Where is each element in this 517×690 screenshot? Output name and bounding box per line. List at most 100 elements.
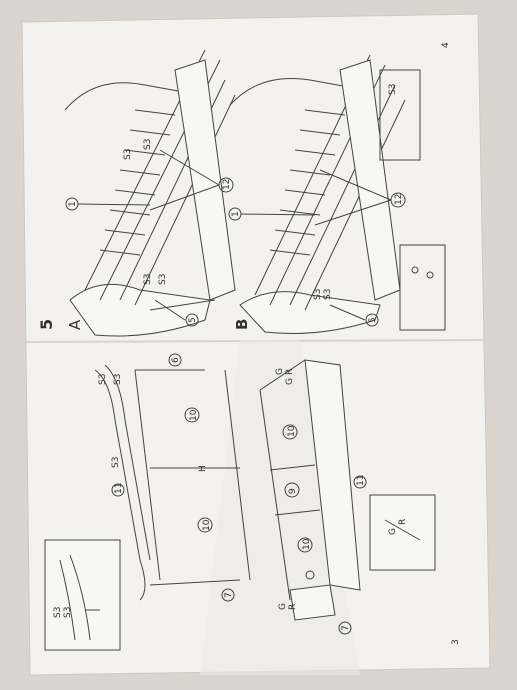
- bottom-section: S3 S3 6 10 10 11 7 H S3 S3 S3: [44, 353, 436, 651]
- s3-label-u3: S3: [113, 374, 123, 385]
- part-11-label-l: 11: [356, 475, 366, 486]
- g-label-3: G: [278, 603, 288, 610]
- detail-screw: [426, 271, 434, 279]
- detail-inset-b2: [399, 244, 446, 331]
- part-9-label: 9: [288, 488, 298, 494]
- end-panel-b-left: [239, 291, 381, 334]
- panel-9-bottom: [274, 509, 321, 516]
- g-label-1: G: [275, 368, 285, 375]
- callout-11-lower: [353, 475, 367, 489]
- top-rail-11-inner: [104, 364, 151, 561]
- s3-label-a3: S3: [143, 274, 153, 285]
- frame-drawing-lower: [259, 359, 436, 635]
- callout-5-b: [365, 313, 379, 327]
- part-12-label-a: 12: [222, 179, 232, 190]
- s3-label-b1: S3: [313, 289, 323, 300]
- slat-a: [114, 189, 156, 196]
- part-7-label-u: 7: [224, 592, 234, 598]
- part-10-label-u2: 10: [202, 519, 212, 531]
- part-1-label-a: 1: [68, 201, 78, 207]
- slat-b: [294, 149, 336, 156]
- step-5-section: 5 A B: [37, 49, 446, 337]
- callout-9: [284, 482, 300, 498]
- slat-a: [109, 209, 151, 216]
- end-post-7: [149, 579, 241, 586]
- slat-b: [274, 229, 316, 236]
- leader-line: [329, 304, 366, 321]
- s3-label-u1: S3: [111, 457, 121, 468]
- top-rail-11: [94, 369, 146, 601]
- page-number-left: 3: [451, 639, 461, 645]
- rail-a-3: [149, 299, 216, 311]
- leader-line: [240, 213, 316, 216]
- callout-11-upper: [111, 483, 125, 497]
- slat-b: [284, 189, 326, 196]
- page-number-right: 4: [441, 42, 451, 48]
- slat-a: [134, 109, 176, 116]
- callout-10-upper2: [197, 517, 213, 533]
- drawing-b: [228, 54, 446, 334]
- g-label-2: G: [285, 378, 295, 385]
- r-label-3: R: [398, 519, 408, 525]
- s3-label-a1: S3: [123, 149, 133, 160]
- variant-b-label: B: [233, 319, 251, 330]
- slat-b: [304, 109, 346, 116]
- part-10-label-l2: 10: [302, 538, 312, 550]
- part-10-label-u1: 10: [189, 409, 199, 421]
- frame-edge: [134, 369, 161, 581]
- detail-curve: [69, 554, 91, 641]
- callout-7-lower: [338, 621, 352, 635]
- slat-b: [299, 129, 341, 136]
- slat-b: [279, 209, 321, 216]
- s3-label-b3: S3: [388, 84, 398, 95]
- panel-9-top: [269, 464, 316, 471]
- frame-edge: [224, 369, 251, 581]
- frame-edge: [259, 389, 291, 601]
- detail-inset-lower: [369, 494, 436, 571]
- leader-line: [319, 169, 392, 201]
- r-label-2: R: [288, 604, 298, 610]
- detail-curve: [59, 559, 76, 641]
- variant-a-label: A: [66, 319, 84, 330]
- s3-detail-label2: S3: [63, 607, 73, 618]
- detail-inset-left: [44, 539, 121, 651]
- side-plank-a: [174, 59, 236, 301]
- detail-line: [384, 519, 421, 541]
- slat-a: [104, 229, 146, 236]
- leader-line: [149, 184, 220, 211]
- callout-10-lower1: [282, 424, 298, 440]
- part-11-label-u: 11: [114, 483, 124, 494]
- leader-line: [154, 299, 186, 321]
- bottom-rail-11: [304, 359, 361, 591]
- end-panel-b-right: [229, 77, 366, 106]
- screw-dot: [305, 570, 315, 580]
- step-number: 5: [37, 319, 56, 330]
- slat-a: [119, 169, 161, 176]
- leader-line: [77, 203, 151, 206]
- slat-a: [129, 129, 171, 136]
- slat-a: [124, 149, 166, 156]
- frame-drawing-upper: [94, 353, 251, 602]
- part-12-label-b: 12: [394, 194, 404, 205]
- slat-b: [269, 249, 311, 256]
- leader-line: [159, 149, 220, 186]
- frame-edge: [259, 359, 306, 391]
- callout-7-upper: [221, 588, 235, 602]
- leader-line: [314, 199, 392, 226]
- slat-b: [289, 169, 331, 176]
- part-6-label: 6: [171, 357, 181, 363]
- part-7-label-l: 7: [341, 625, 351, 631]
- r-label-1: R: [285, 369, 295, 375]
- rail-b-4: [304, 99, 406, 311]
- part-5-label-a: 5: [188, 317, 198, 323]
- callout-6: [168, 353, 182, 367]
- callout-5-a: [185, 313, 199, 327]
- s3-label-u2: S3: [98, 374, 108, 385]
- end-panel-a-right: [64, 82, 201, 111]
- s3-label-a4: S3: [158, 274, 168, 285]
- end-panel-a-left: [69, 283, 211, 337]
- g-label-4: G: [388, 528, 398, 535]
- detail-inset-b: [379, 69, 421, 161]
